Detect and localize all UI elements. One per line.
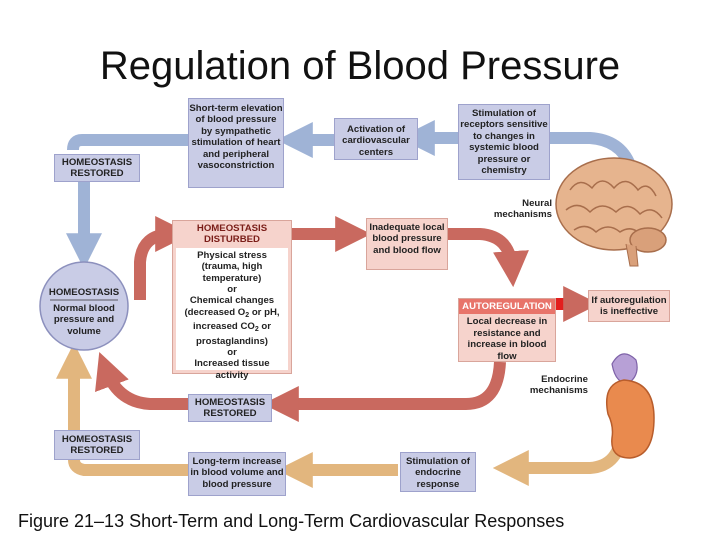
figure-caption: Figure 21–13 Short-Term and Long-Term Ca… bbox=[18, 511, 565, 531]
kidney-icon bbox=[606, 353, 655, 459]
stimulation-receptors-box: Stimulation of receptors sensitive to ch… bbox=[458, 104, 550, 180]
endocrine-arrow-right bbox=[492, 429, 628, 486]
autoregulation-body: Local decrease in resistance and increas… bbox=[466, 316, 548, 362]
homeostasis-circle bbox=[39, 261, 129, 351]
co2-sub: 2 bbox=[254, 326, 259, 334]
chem-mid: or pH, increased CO bbox=[192, 306, 280, 333]
activation-box: Activation of cardiovascular centers bbox=[334, 118, 418, 160]
if-autoregulation-box: If autoregulation is ineffective bbox=[588, 290, 670, 322]
auto-arrow-to-autoregulation bbox=[448, 228, 529, 288]
stimulation-endocrine-box: Stimulation of endocrine response bbox=[400, 452, 476, 492]
long-term-box: Long-term increase in blood volume and b… bbox=[188, 452, 286, 496]
neural-arrow-to-restored bbox=[67, 134, 188, 151]
auto-arrow-left-up bbox=[134, 216, 192, 300]
chem-prefix: Chemical changes (decreased O bbox=[184, 295, 275, 318]
disturbed-body: Physical stress (trauma, high temperatur… bbox=[176, 247, 288, 381]
disturbed-line2: Chemical changes (decreased O2 or pH, in… bbox=[177, 295, 287, 347]
short-term-box: Short-term elevation of blood pressure b… bbox=[188, 98, 284, 188]
disturbed-header: HOMEOSTASIS DISTURBED bbox=[173, 221, 291, 248]
homeostasis-restored-top: HOMEOSTASIS RESTORED bbox=[54, 154, 140, 182]
disturbed-line3: Increased tissue activity bbox=[194, 358, 270, 381]
o2-sub: 2 bbox=[245, 311, 250, 319]
brain-icon bbox=[555, 157, 673, 267]
neural-mechanisms-label: Neural mechanisms bbox=[493, 198, 552, 221]
endocrine-arrow-to-restored bbox=[68, 459, 188, 476]
homeostasis-restored-mid: HOMEOSTASIS RESTORED bbox=[188, 394, 272, 422]
page-title: Regulation of Blood Pressure bbox=[99, 44, 621, 88]
auto-arrow-down-to-restored bbox=[262, 361, 506, 422]
homeostasis-restored-bottom: HOMEOSTASIS RESTORED bbox=[54, 430, 140, 460]
homeostasis-normal: Normal blood pressure and volume bbox=[53, 303, 115, 337]
endocrine-mechanisms-label: Endocrine mechanisms bbox=[529, 374, 588, 397]
disturbed-or1: or bbox=[227, 284, 237, 296]
chem-suffix: or prostaglandins) bbox=[196, 321, 272, 347]
auto-arrow-to-homeostasis bbox=[95, 352, 188, 410]
homeostasis-label: HOMEOSTASIS bbox=[48, 287, 120, 298]
homeostasis-disturbed-box: HOMEOSTASIS DISTURBED Physical stress (t… bbox=[172, 220, 292, 381]
disturbed-or2: or bbox=[227, 347, 237, 359]
disturbed-line1: Physical stress (trauma, high temperatur… bbox=[197, 249, 267, 284]
inadequate-box: Inadequate local blood pressure and bloo… bbox=[366, 218, 448, 270]
autoregulation-header: AUTOREGULATION bbox=[459, 299, 555, 315]
autoregulation-box: AUTOREGULATION Local decrease in resista… bbox=[458, 298, 556, 362]
